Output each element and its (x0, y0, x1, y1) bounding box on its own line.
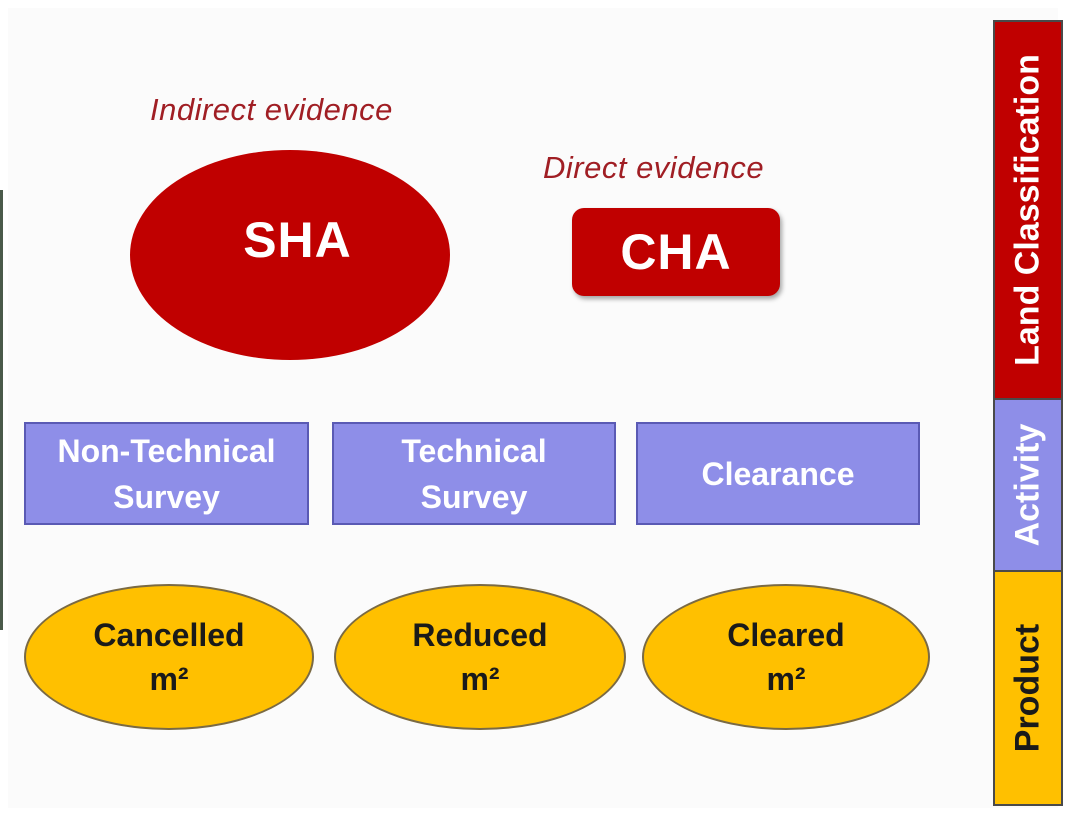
product-label: Reduced (412, 617, 548, 653)
activity-label-line: Survey (113, 478, 220, 515)
activity-label-line: Non-Technical (57, 432, 276, 469)
activity-label-line: Clearance (701, 455, 855, 492)
sha-ellipse: SHA (130, 150, 450, 360)
product-cancelled: Cancelled m² (24, 584, 314, 730)
product-label: Cleared (727, 617, 845, 653)
side-label-product: Product (1008, 623, 1047, 753)
cha-label: CHA (620, 224, 732, 280)
product-reduced: Reduced m² (334, 584, 626, 730)
side-bar-land-classification: Land Classification (993, 20, 1063, 400)
product-label: Cancelled (93, 617, 245, 653)
side-label-activity: Activity (1008, 423, 1047, 547)
sha-label: SHA (243, 212, 352, 268)
side-label-land-classification: Land Classification (1008, 54, 1047, 366)
direct-evidence-label: Direct evidence (543, 150, 765, 185)
indirect-evidence-label: Indirect evidence (150, 92, 393, 127)
left-edge-strip (0, 190, 3, 630)
side-bar-activity: Activity (993, 398, 1063, 572)
activity-non-technical-survey: Non-Technical Survey (24, 422, 309, 525)
activity-clearance: Clearance (636, 422, 920, 525)
product-unit: m² (460, 661, 500, 697)
product-unit: m² (149, 661, 189, 697)
activity-label-line: Technical (401, 432, 547, 469)
product-unit: m² (766, 661, 806, 697)
side-bar-product: Product (993, 570, 1063, 806)
activity-label-line: Survey (420, 478, 528, 515)
cha-box: CHA (572, 208, 780, 296)
product-cleared: Cleared m² (642, 584, 930, 730)
activity-technical-survey: Technical Survey (332, 422, 616, 525)
